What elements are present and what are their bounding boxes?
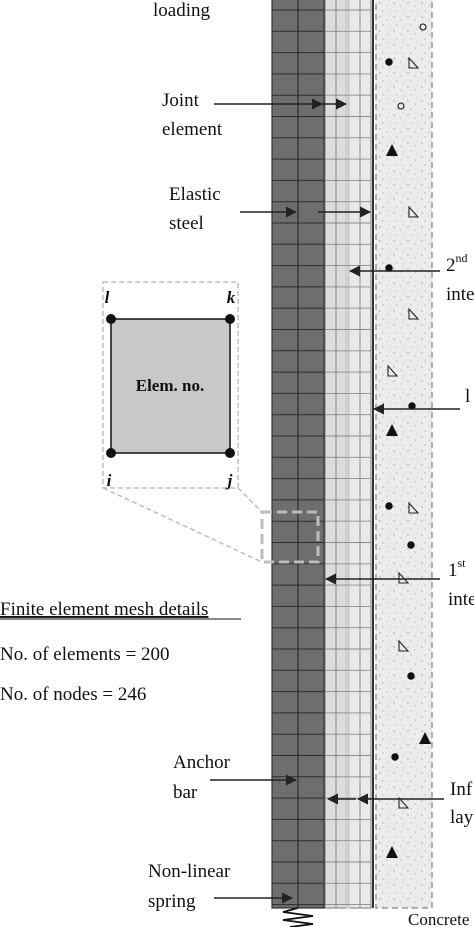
anchor-bar-label-line2: bar [173,782,198,803]
element-square [110,318,231,454]
zoom-connector-line [237,487,263,513]
aggregate-triangle-open [387,364,399,377]
node-label-i: i [107,471,112,490]
zoom-selection-box [260,510,320,564]
node-k [225,314,235,324]
nodes-count: No. of nodes = 246 [0,684,146,705]
aggregate-triangle [386,846,398,858]
anchor-bar [271,0,325,909]
element-detail-frame [102,281,239,489]
infill-layer-label-line2: lay [450,807,474,828]
concrete-aggregates [385,23,431,858]
aggregate-triangle [386,424,398,436]
steel-layers [324,0,372,909]
joint-element-label-line1: Joint [162,90,200,111]
anchor-bar-callout: Anchor bar [173,752,298,803]
infill-layer-label-line1: Inf [450,779,473,800]
spring-label-line2: spring [148,891,196,912]
node-j [225,448,235,458]
aggregate-triangle-open [408,307,420,320]
aggregate-dot [385,502,393,510]
aggregate-triangle-open [398,796,410,809]
layer-l-callout: l [372,386,470,415]
zoom-connector-line [102,487,263,563]
aggregate-ring [419,23,427,31]
aggregate-dot [407,541,415,549]
node-label-k: k [227,288,236,307]
second-interface-label-line2: inte [446,284,474,305]
aggregate-ring [397,102,405,110]
node-i [106,448,116,458]
aggregate-triangle-open [408,56,420,69]
aggregate-triangle [419,732,431,744]
aggregate-dot [407,672,415,680]
concrete-layer [375,0,433,909]
non-linear-spring-callout: Non-linear spring [148,861,294,912]
aggregate-triangle-open [398,571,410,584]
elastic-steel-label-line2: steel [169,213,204,234]
spring-label-line1: Non-linear [148,861,231,882]
layer-l-label: l [465,386,470,407]
element-detail: Elem. no. l k i j [102,281,263,563]
node-label-j: j [225,471,233,490]
second-interface-label: 2nd [446,251,468,276]
second-interface-callout: 2nd inte [348,251,474,305]
aggregate-dot [391,753,399,761]
joint-element-label-line2: element [162,119,223,140]
anchor-mesh-grid [272,0,324,908]
elements-count: No. of elements = 200 [0,644,170,665]
joint-element-callout: Joint element [162,90,348,140]
elastic-steel-callout: Elastic steel [169,184,372,234]
loading-label: loading [153,0,210,21]
elastic-steel-label-line1: Elastic [169,184,221,205]
first-interface-label: 1st [448,556,466,581]
aggregate-triangle-open [398,639,410,652]
node-l [106,314,116,324]
anchor-bar-label-line1: Anchor [173,752,231,773]
concrete-label: Concrete [408,910,469,927]
node-label-l: l [105,288,110,307]
element-number-label: Elem. no. [136,376,204,395]
mesh-details-block: Finite element mesh details No. of eleme… [0,599,241,705]
first-interface-callout: 1st inte [324,556,474,610]
mesh-details-title: Finite element mesh details [0,599,208,620]
aggregate-triangle-open [408,501,420,514]
first-interface-label-line2: inte [448,589,474,610]
aggregate-triangle-open [408,205,420,218]
aggregate-triangle [386,144,398,156]
steel-mesh-grid [325,0,371,908]
non-linear-spring-symbol [282,907,314,927]
aggregate-dot [385,58,393,66]
infill-layer-callout: Inf lay [326,779,474,828]
